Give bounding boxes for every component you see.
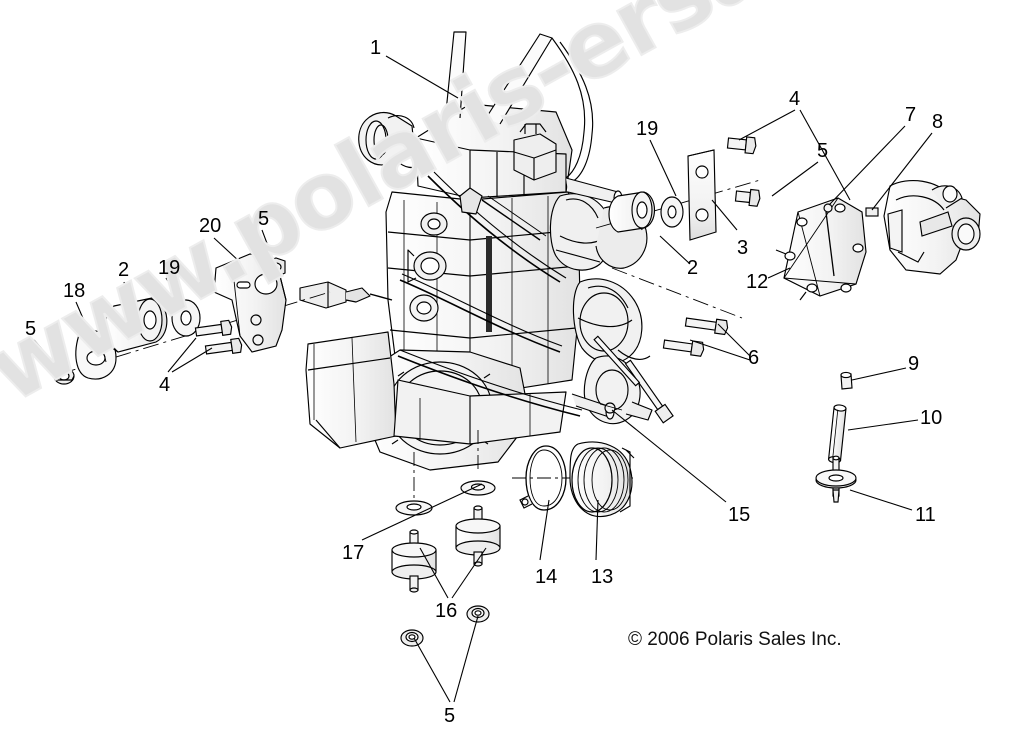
- leader-line-6: [717, 323, 751, 357]
- leader-line-16: [419, 547, 449, 599]
- callout-number-20: 20: [199, 215, 222, 237]
- callout-number-9: 9: [908, 353, 920, 375]
- leader-line-14: [539, 499, 550, 561]
- leader-line-12: [767, 267, 791, 279]
- leader-line-1: [385, 55, 459, 99]
- callout-number-5: 5: [258, 208, 270, 230]
- callout-number-5: 5: [817, 140, 829, 162]
- callout-leader-lines: [33, 55, 933, 703]
- callout-number-10: 10: [920, 407, 943, 429]
- leader-line-5: [413, 637, 451, 703]
- callout-number-17: 17: [342, 542, 365, 564]
- callout-number-7: 7: [905, 104, 917, 126]
- callout-number-5: 5: [25, 318, 37, 340]
- leader-line-9: [851, 367, 907, 381]
- callout-number-14: 14: [535, 566, 558, 588]
- leader-line-4: [799, 109, 851, 201]
- leader-line-8: [871, 132, 933, 211]
- callout-number-6: 6: [748, 347, 760, 369]
- leader-line-19: [649, 139, 677, 197]
- leader-line-5: [771, 161, 819, 197]
- callout-number-4: 4: [159, 374, 171, 396]
- callout-number-13: 13: [591, 566, 614, 588]
- leader-line-2: [123, 281, 134, 317]
- callout-number-19: 19: [158, 257, 181, 279]
- leader-line-4: [171, 347, 213, 373]
- leader-line-5: [33, 339, 63, 373]
- leader-line-4: [738, 109, 796, 141]
- leader-line-17: [361, 483, 483, 541]
- callout-number-1: 1: [370, 37, 382, 59]
- leader-line-7: [828, 125, 906, 206]
- callout-number-18: 18: [63, 280, 86, 302]
- callout-number-19: 19: [636, 118, 659, 140]
- leader-line-15: [611, 409, 727, 503]
- copyright-notice: © 2006 Polaris Sales Inc.: [628, 629, 842, 650]
- callout-number-11: 11: [915, 504, 936, 526]
- callout-number-4: 4: [789, 88, 801, 110]
- callout-number-15: 15: [728, 504, 751, 526]
- leader-line-16: [451, 547, 487, 599]
- leader-line-3: [711, 199, 738, 231]
- leader-line-4: [167, 337, 197, 373]
- callout-number-16: 16: [435, 600, 458, 622]
- callout-number-2: 2: [118, 259, 130, 281]
- callout-number-8: 8: [932, 111, 944, 133]
- leader-line-11: [849, 489, 913, 511]
- leader-line-5: [261, 229, 275, 263]
- leader-line-2: [659, 235, 691, 265]
- leader-line-5: [453, 615, 479, 703]
- callout-number-12: 12: [746, 271, 769, 293]
- leader-line-6: [689, 339, 751, 361]
- leader-line-13: [595, 499, 599, 561]
- callout-number-2: 2: [687, 257, 699, 279]
- callout-number-5: 5: [444, 705, 456, 727]
- leader-line-18: [75, 301, 95, 345]
- leader-line-20: [213, 237, 241, 263]
- leader-line-10: [847, 419, 919, 431]
- callout-number-3: 3: [737, 237, 749, 259]
- leader-line-19: [165, 277, 185, 307]
